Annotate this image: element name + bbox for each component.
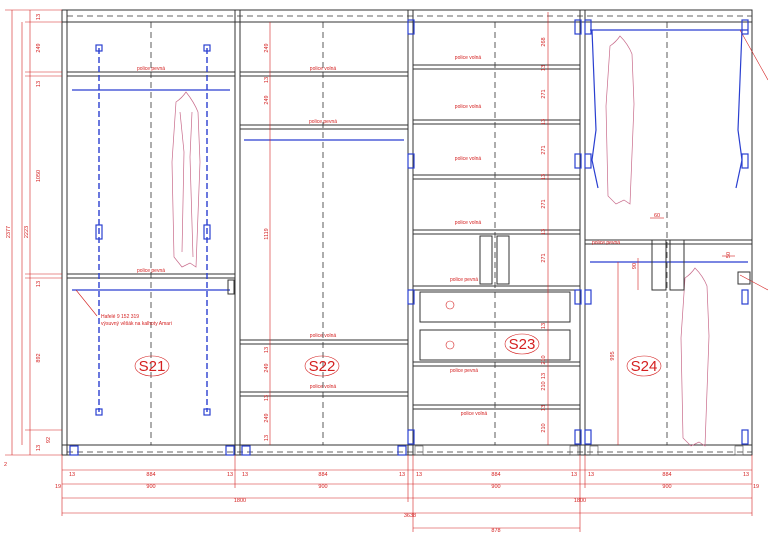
dim-text: 249 xyxy=(264,95,270,104)
dimension-texts: 13 249 13 1050 13 892 13 92 2377 2223 2 … xyxy=(4,14,759,534)
shelf-labels: police pevná police pevná police volná p… xyxy=(137,55,620,417)
dim-text: 13 xyxy=(36,14,42,20)
dim-text: 3638 xyxy=(404,513,416,519)
dim-text: 1119 xyxy=(264,228,270,239)
dim-text: 210 xyxy=(541,381,547,390)
dim-text: 13 xyxy=(264,347,270,353)
dim-text: 884 xyxy=(146,472,155,478)
section-s23 xyxy=(412,22,581,445)
rail-note: Hafelé 9 152 319 výsuvný věšák na kalhot… xyxy=(101,314,172,327)
dim-text: 13 xyxy=(264,395,270,401)
dim-text: 249 xyxy=(264,43,270,52)
dim-text: 900 xyxy=(662,484,671,490)
dim-text: 271 xyxy=(541,199,547,208)
dim-text: 884 xyxy=(662,472,671,478)
section-markers: S21 S22 S23 S24 xyxy=(134,333,662,377)
shelf-label: police volná xyxy=(455,220,482,226)
dim-text: 2223 xyxy=(24,226,30,238)
dim-text: 2 xyxy=(4,462,7,468)
shelf-label: police pevná xyxy=(592,240,620,246)
dim-text: 19 xyxy=(753,484,759,490)
section-label-s21: S21 xyxy=(139,358,166,375)
dim-text: 13 xyxy=(36,81,42,87)
dim-text: 995 xyxy=(610,351,616,360)
dim-text: 268 xyxy=(541,37,547,46)
dim-text: 13 xyxy=(541,405,547,411)
dim-text: 13 xyxy=(36,445,42,451)
shelf-label: police pevná xyxy=(450,368,478,374)
section-s22 xyxy=(239,22,409,445)
shelf-label: police volná xyxy=(455,55,482,61)
dim-text: 92 xyxy=(46,437,52,443)
dim-text: 900 xyxy=(491,484,500,490)
shelf-label: police volná xyxy=(310,66,337,72)
dim-text: 1050 xyxy=(36,170,42,182)
shelf-label: police volná xyxy=(461,411,488,417)
dim-text: 13 xyxy=(416,472,422,478)
dim-text: 2377 xyxy=(6,226,12,238)
dim-text: 210 xyxy=(541,355,547,364)
rail-note-line1: Hafelé 9 152 319 xyxy=(101,314,139,320)
dimension-lines xyxy=(5,9,753,532)
shelf-label: police volná xyxy=(455,104,482,110)
dim-text: 13 xyxy=(541,323,547,329)
shelf-label: police volná xyxy=(455,156,482,162)
dim-text: 878 xyxy=(491,528,500,534)
section-label-s22: S22 xyxy=(309,358,336,375)
dim-text: 13 xyxy=(743,472,749,478)
section-label-s24: S24 xyxy=(631,358,658,375)
dim-text: 90 xyxy=(632,263,638,269)
dim-text: 210 xyxy=(541,423,547,432)
dim-text: 13 xyxy=(541,119,547,125)
dim-text: 249 xyxy=(264,413,270,422)
dim-text: 271 xyxy=(541,145,547,154)
feet xyxy=(69,445,744,456)
dim-text: 884 xyxy=(318,472,327,478)
dim-text: 13 xyxy=(541,174,547,180)
dim-text: 13 xyxy=(541,229,547,235)
shelf-label: police pevná xyxy=(137,66,165,72)
section-s21 xyxy=(66,22,236,445)
section-label-s23: S23 xyxy=(509,336,536,353)
dim-text: 884 xyxy=(491,472,500,478)
carcass xyxy=(61,9,753,456)
dim-text: 1800 xyxy=(234,498,246,504)
dim-text: 13 xyxy=(242,472,248,478)
dim-text: 13 xyxy=(541,65,547,71)
dim-text: 13 xyxy=(264,77,270,83)
section-s24 xyxy=(584,22,768,447)
dim-text: 900 xyxy=(318,484,327,490)
shelf-label: police pevná xyxy=(137,268,165,274)
shelf-label: police pevná xyxy=(450,277,478,283)
dim-text: 271 xyxy=(541,89,547,98)
dim-text: 13 xyxy=(227,472,233,478)
shelf-label: police volná xyxy=(310,333,337,339)
dim-text: 271 xyxy=(541,253,547,262)
dim-text: 13 xyxy=(541,373,547,379)
dim-text: 13 xyxy=(69,472,75,478)
dim-text: 892 xyxy=(36,353,42,362)
shelf-label: police pevná xyxy=(309,119,337,125)
hinge-fittings xyxy=(407,19,749,445)
dim-text: 19 xyxy=(55,484,61,490)
rail-note-line2: výsuvný věšák na kalhoty Amari xyxy=(101,321,172,327)
dim-text: 13 xyxy=(399,472,405,478)
dim-text: 900 xyxy=(146,484,155,490)
dim-text: 13 xyxy=(36,281,42,287)
dim-text: 1800 xyxy=(574,498,586,504)
dim-text: 249 xyxy=(36,43,42,52)
dim-text: 13 xyxy=(571,472,577,478)
dim-text: 13 xyxy=(588,472,594,478)
dim-text: 13 xyxy=(264,435,270,441)
dim-text: 50 xyxy=(726,252,732,258)
dim-text: 249 xyxy=(264,363,270,372)
shelf-label: police volná xyxy=(310,384,337,390)
dim-text: 60 xyxy=(654,213,660,219)
